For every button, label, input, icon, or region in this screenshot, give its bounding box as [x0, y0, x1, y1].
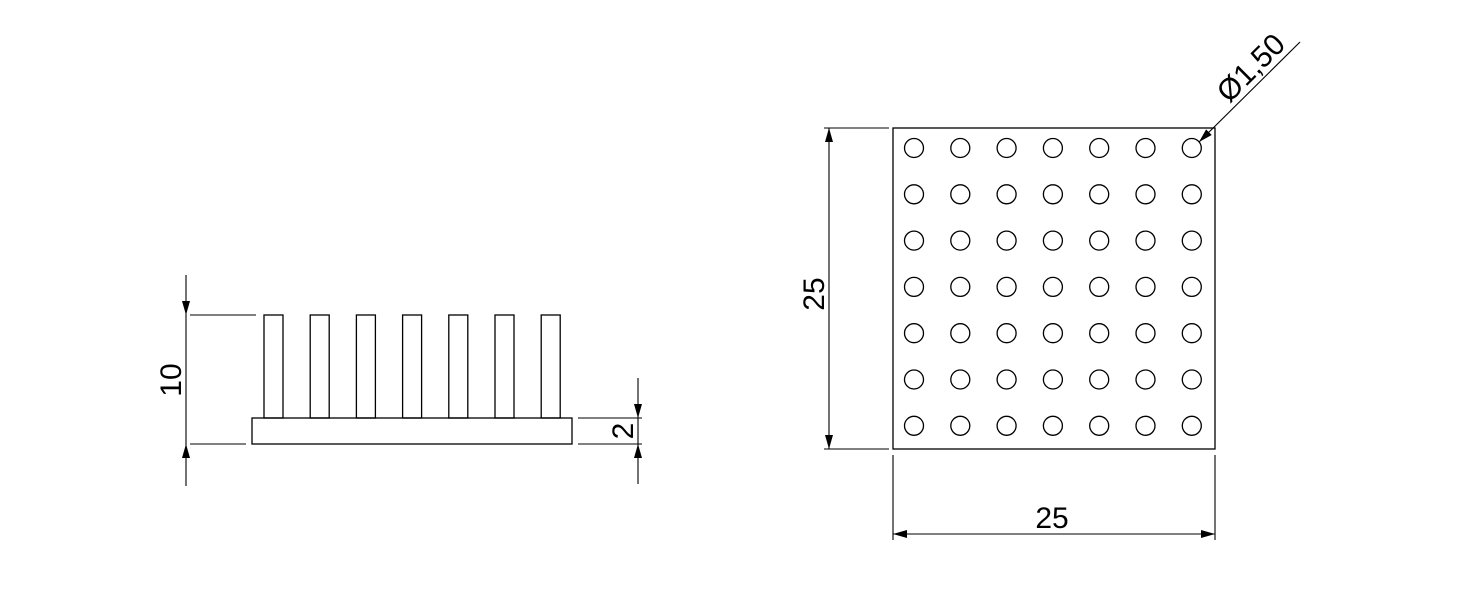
- hole: [1181, 137, 1202, 159]
- top-width-dimension: 25: [892, 455, 1216, 540]
- hole: [996, 184, 1017, 205]
- hole: [950, 137, 971, 159]
- hole: [996, 369, 1017, 390]
- hole-diameter-label: Ø1,50: [1211, 28, 1292, 109]
- pin: [309, 314, 330, 419]
- hole-diameter-callout: Ø1,50: [1198, 28, 1301, 143]
- hole: [1181, 323, 1202, 344]
- hole: [1089, 137, 1110, 159]
- hole: [1042, 184, 1064, 205]
- top-width-label: 25: [1035, 502, 1068, 535]
- hole: [903, 369, 925, 390]
- hole: [1042, 323, 1064, 344]
- hole: [950, 369, 971, 390]
- base-plate: [251, 417, 573, 445]
- hole: [1089, 323, 1110, 344]
- hole: [1089, 276, 1110, 298]
- pin: [401, 314, 423, 419]
- base-thickness-label: 2: [607, 423, 640, 440]
- hole: [996, 323, 1017, 344]
- hole: [1181, 369, 1202, 390]
- pins-group: [263, 314, 561, 419]
- hole: [1042, 230, 1064, 251]
- hole: [1135, 415, 1156, 436]
- height-dimension: 10: [155, 275, 256, 486]
- top-outline: [892, 127, 1216, 450]
- hole: [1089, 230, 1110, 251]
- hole: [1135, 137, 1156, 159]
- height-label: 10: [155, 363, 188, 396]
- hole: [950, 276, 971, 298]
- hole: [1135, 323, 1156, 344]
- hole: [996, 137, 1017, 159]
- hole: [1135, 184, 1156, 205]
- hole: [1181, 230, 1202, 251]
- pin: [355, 314, 377, 419]
- top-height-dimension: 25: [798, 127, 889, 450]
- pin: [494, 314, 515, 419]
- top-view: 25 25 Ø1,50: [798, 28, 1301, 540]
- hole: [950, 415, 971, 436]
- hole: [903, 230, 925, 251]
- hole: [903, 323, 925, 344]
- hole: [1089, 184, 1110, 205]
- hole: [996, 276, 1017, 298]
- hole: [903, 184, 925, 205]
- hole: [903, 276, 925, 298]
- base-thickness-dimension: 2: [578, 378, 642, 484]
- pin: [448, 314, 469, 419]
- hole: [903, 415, 925, 436]
- hole: [1042, 369, 1064, 390]
- hole: [950, 323, 971, 344]
- hole: [1042, 415, 1064, 436]
- hole: [1135, 230, 1156, 251]
- top-height-label: 25: [798, 277, 831, 310]
- hole: [1135, 369, 1156, 390]
- hole: [996, 415, 1017, 436]
- hole: [903, 137, 925, 159]
- hole-grid: [903, 137, 1202, 436]
- pin: [540, 314, 561, 419]
- side-view: 10 2: [155, 275, 642, 486]
- hole: [996, 230, 1017, 251]
- hole: [1042, 276, 1064, 298]
- hole: [1181, 415, 1202, 436]
- hole: [1181, 276, 1202, 298]
- hole: [1181, 184, 1202, 205]
- hole: [1089, 415, 1110, 436]
- hole: [1135, 276, 1156, 298]
- pin: [263, 314, 284, 419]
- hole: [1089, 369, 1110, 390]
- hole: [1042, 137, 1064, 159]
- hole: [950, 184, 971, 205]
- hole: [950, 230, 971, 251]
